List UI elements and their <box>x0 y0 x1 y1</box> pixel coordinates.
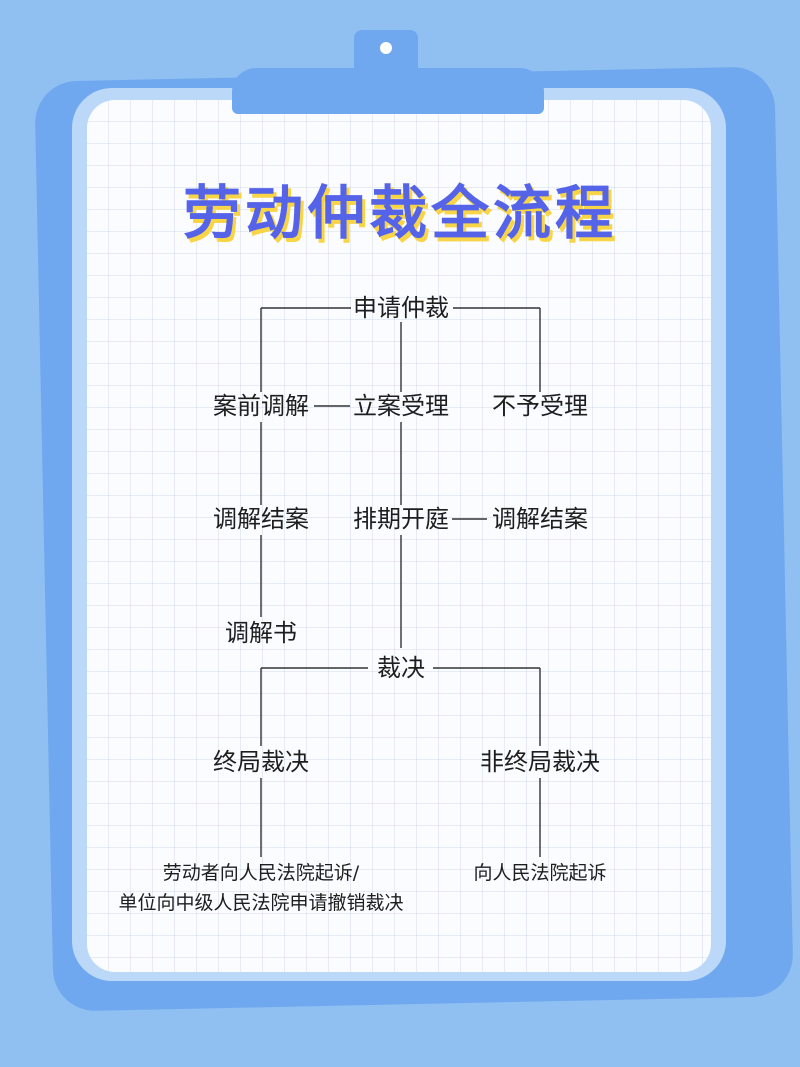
node-non-final-outcome: 向人民法院起诉 <box>473 862 607 884</box>
grid-paper <box>87 100 711 972</box>
node-mediation-document: 调解书 <box>225 619 297 647</box>
clip-hole-icon <box>380 42 392 54</box>
page-title: 劳动仲裁全流程 <box>182 179 617 247</box>
node-award: 裁决 <box>377 654 425 682</box>
node-mediation-closed-left: 调解结案 <box>213 505 309 533</box>
node-final-award: 终局裁决 <box>213 748 309 776</box>
node-pre-mediation: 案前调解 <box>213 392 309 420</box>
node-hearing-scheduled: 排期开庭 <box>353 505 449 533</box>
node-not-accepted: 不予受理 <box>492 392 588 420</box>
node-apply-arbitration: 申请仲裁 <box>353 294 449 322</box>
node-filing-accepted: 立案受理 <box>353 392 449 420</box>
node-final-outcome-line2: 单位向中级人民法院申请撤销裁决 <box>118 892 404 914</box>
node-non-final-award: 非终局裁决 <box>480 748 600 776</box>
node-final-outcome-line1: 劳动者向人民法院起诉/ <box>162 862 360 884</box>
clipboard-clip-tab <box>354 30 418 92</box>
node-mediation-closed-right: 调解结案 <box>492 505 588 533</box>
